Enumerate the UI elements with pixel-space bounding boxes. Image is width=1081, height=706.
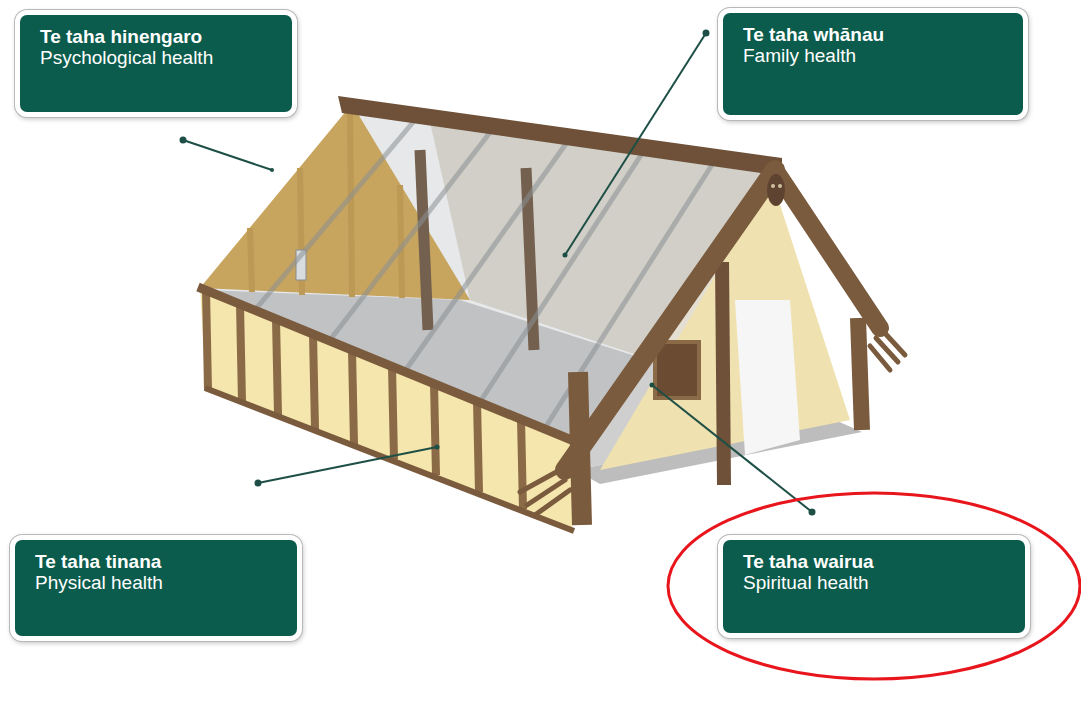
carved-ends [520,330,905,515]
callout-box: Te taha tinanaPhysical health [10,535,302,641]
callout-box: Te taha hinengaroPsychological health [15,10,297,117]
maori-heading: Te taha hinengaro [40,26,274,47]
maori-heading: Te taha wairua [743,551,1007,572]
front-post [722,262,724,485]
doorway [735,300,800,455]
corner-post-right [858,318,862,430]
maori-heading: Te taha whānau [743,24,1005,45]
tekoteko [767,174,785,206]
bargeboard-left [565,170,775,470]
sill [205,388,574,531]
highlight-ellipse [668,493,1080,679]
english-label: Family health [743,45,1005,66]
bargeboard-right [775,170,880,328]
english-label: Physical health [35,572,279,593]
callout-box: Te taha whānauFamily health [718,8,1028,120]
window [655,342,699,398]
top-plate [198,287,574,441]
english-label: Psychological health [40,47,274,68]
ridge-beam [338,96,782,176]
maori-heading: Te taha tinana [35,551,279,572]
english-label: Spiritual health [743,572,1007,593]
callout-box: Te taha wairuaSpiritual health [718,535,1030,638]
